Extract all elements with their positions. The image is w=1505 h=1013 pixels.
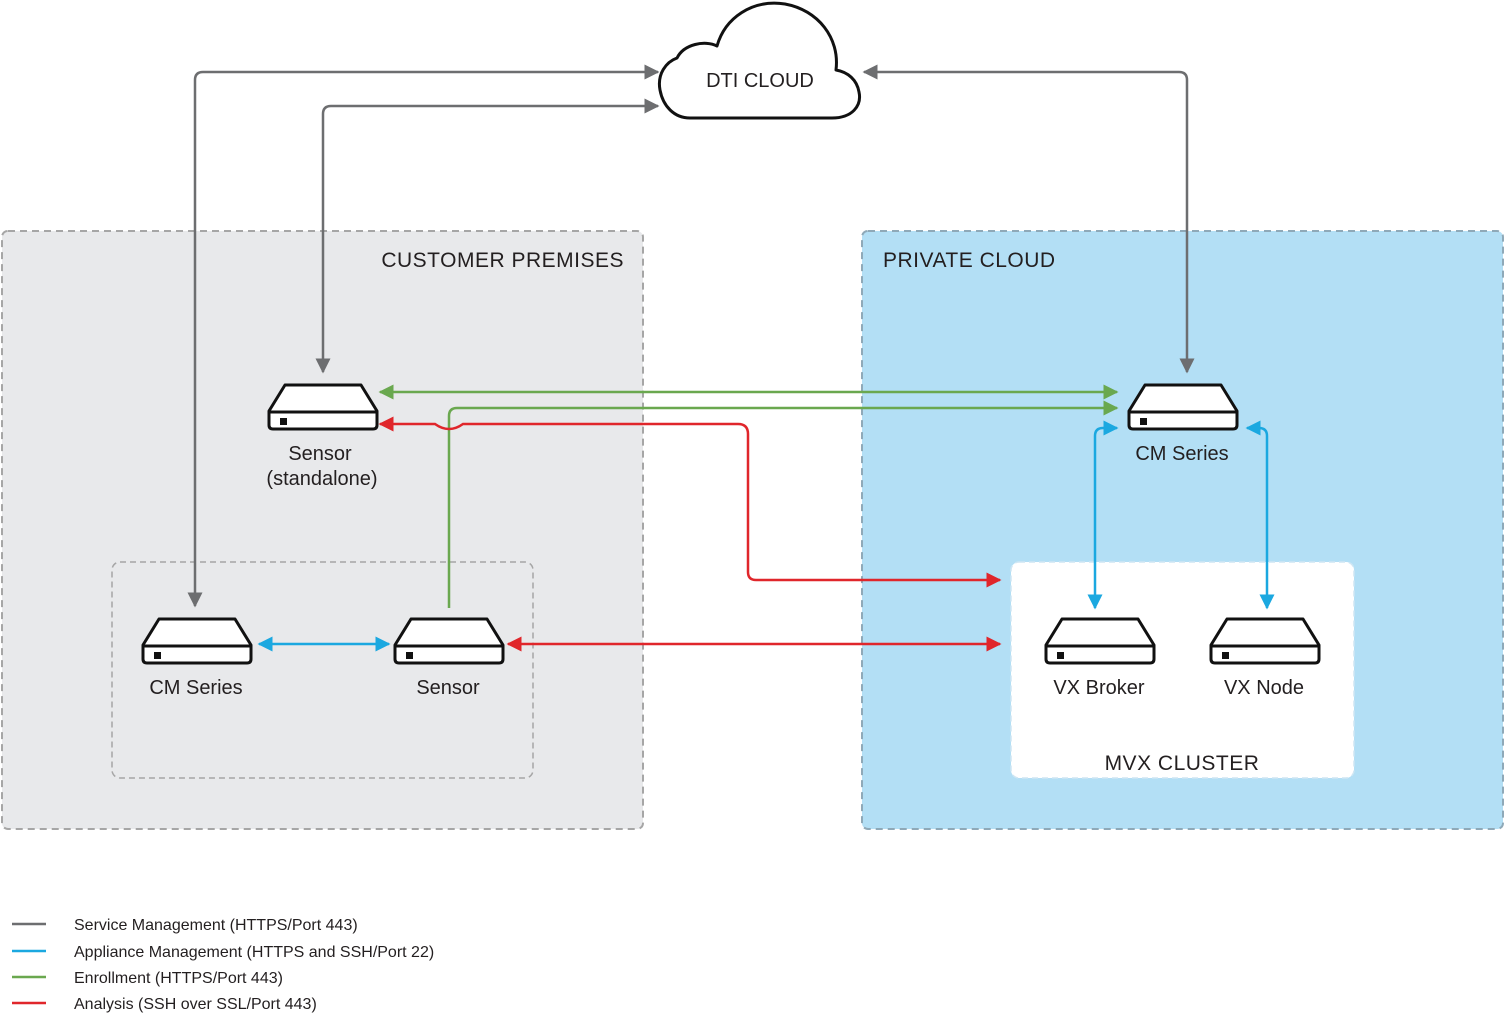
vx-broker-label: VX Broker	[1053, 677, 1144, 699]
cloud-icon	[657, 1, 862, 120]
analysis-link-sensor-standalone	[378, 416, 1002, 588]
appliance-mgmt-link-vx-node	[1245, 420, 1275, 610]
sensor-standalone-sublabel: (standalone)	[266, 468, 377, 490]
sensor-standalone-label: Sensor	[288, 443, 352, 465]
legend-label-appliance-management: Appliance Management (HTTPS and SSH/Port…	[74, 944, 434, 961]
vx-broker-server-icon	[1044, 617, 1156, 665]
service-mgmt-link-cm-local	[187, 64, 660, 608]
legend-label-service-management: Service Management (HTTPS/Port 443)	[74, 917, 358, 934]
legend-label-analysis: Analysis (SSH over SSL/Port 443)	[74, 996, 317, 1013]
vx-node-server-icon	[1209, 617, 1321, 665]
private-cloud-title: PRIVATE CLOUD	[883, 249, 1056, 272]
cm-series-local-server-icon	[141, 617, 253, 665]
legend: Service Management (HTTPS/Port 443) Appl…	[12, 917, 434, 1013]
vx-node-label: VX Node	[1224, 677, 1304, 699]
appliance-mgmt-link-vx-broker	[1087, 420, 1119, 610]
cm-series-local-label: CM Series	[149, 677, 242, 699]
cm-series-private-label: CM Series	[1135, 443, 1228, 465]
enrollment-link-sensor	[447, 400, 1119, 608]
sensor-standalone-server-icon	[267, 383, 379, 431]
mvx-cluster-zone	[1010, 561, 1355, 779]
sensor-label: Sensor	[416, 677, 480, 699]
dti-cloud-label: DTI CLOUD	[706, 70, 814, 92]
sensor-server-icon	[393, 617, 505, 665]
mvx-cluster-title: MVX CLUSTER	[1105, 752, 1260, 775]
service-mgmt-link-sensor-standalone	[315, 98, 660, 374]
legend-label-enrollment: Enrollment (HTTPS/Port 443)	[74, 970, 283, 987]
customer-premises-title: CUSTOMER PREMISES	[381, 249, 624, 272]
cm-series-private-server-icon	[1127, 383, 1239, 431]
service-mgmt-link-cm-private	[862, 64, 1195, 374]
